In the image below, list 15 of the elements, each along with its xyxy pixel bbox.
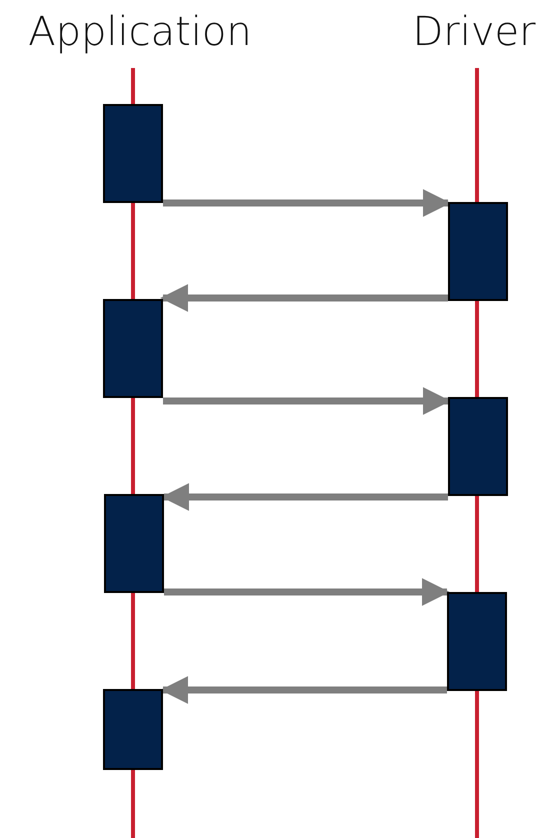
arrow bbox=[163, 387, 451, 415]
arrow bbox=[164, 578, 450, 606]
activation-box bbox=[448, 202, 508, 301]
activation-box bbox=[103, 299, 163, 398]
activation-box bbox=[104, 494, 164, 593]
arrow bbox=[161, 483, 448, 511]
activation-box bbox=[103, 104, 163, 203]
arrow bbox=[160, 676, 447, 704]
activation-box bbox=[103, 689, 163, 770]
lifeline-heading: Application bbox=[28, 12, 252, 52]
arrow bbox=[160, 284, 448, 312]
lifeline-heading: Driver bbox=[412, 12, 536, 52]
activation-box bbox=[447, 592, 507, 691]
arrow bbox=[163, 189, 451, 217]
activation-box bbox=[448, 397, 508, 496]
